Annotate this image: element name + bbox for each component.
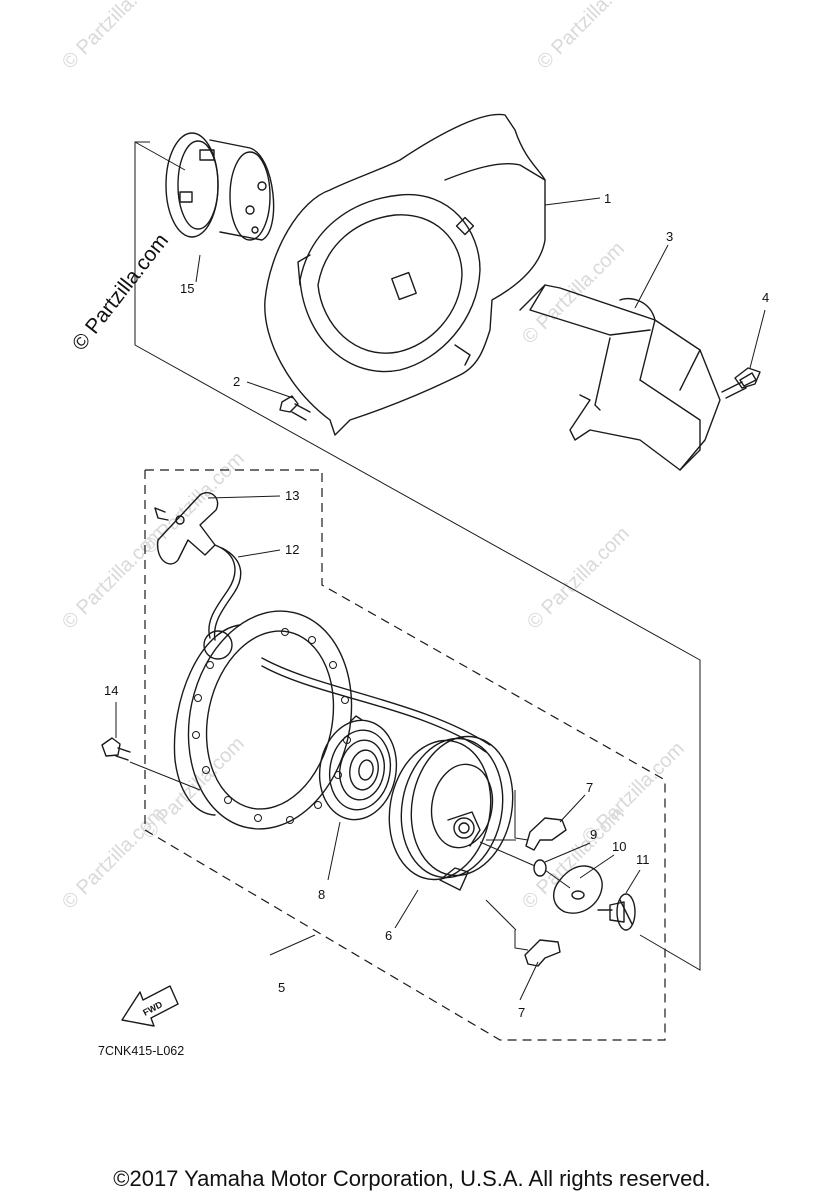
callout-3: 3 xyxy=(666,229,673,244)
watermark: © Partzilla.com xyxy=(533,0,644,74)
callout-14: 14 xyxy=(104,683,118,698)
part-1-housing xyxy=(264,113,546,436)
callout-8: 8 xyxy=(318,887,325,902)
callout-12: 12 xyxy=(285,542,299,557)
callout-5: 5 xyxy=(278,980,285,995)
callouts: 1 2 3 4 5 6 7 7 8 9 10 11 12 13 14 15 xyxy=(104,191,769,1020)
watermark-dark: © Partzilla.com xyxy=(68,229,173,355)
callout-4: 4 xyxy=(762,290,769,305)
part-8-spring xyxy=(318,715,398,821)
copyright-notice: ©2017 Yamaha Motor Corporation, U.S.A. A… xyxy=(113,1166,711,1191)
part-7a-pawl xyxy=(525,817,567,851)
callout-15: 15 xyxy=(180,281,194,296)
starter-case xyxy=(173,610,353,830)
drawing-code: 7CNK415-L062 xyxy=(98,1044,184,1058)
callout-9: 9 xyxy=(590,827,597,842)
part-6-pulley xyxy=(388,735,514,891)
part-12-rope xyxy=(208,544,491,753)
callout-7-lower: 7 xyxy=(518,1005,525,1020)
part-9-washer xyxy=(533,859,547,877)
case-holes xyxy=(192,628,351,824)
part-7b-pawl xyxy=(524,939,561,967)
boundary-diagonal xyxy=(134,141,186,171)
part-2-bolt xyxy=(279,395,311,421)
watermark: © Partzilla.com xyxy=(58,0,169,74)
callout-10: 10 xyxy=(612,839,626,854)
part-11-screw xyxy=(597,893,636,931)
watermark: © Partzilla.com xyxy=(523,523,634,634)
callout-13: 13 xyxy=(285,488,299,503)
assembly-axis-lines xyxy=(129,761,571,951)
callout-1: 1 xyxy=(604,191,611,206)
fwd-label: FWD xyxy=(141,999,164,1018)
fwd-arrow-icon: FWD xyxy=(121,985,179,1027)
upper-group-boundary xyxy=(134,141,701,971)
watermark: © Partzilla.com xyxy=(138,448,249,559)
watermark: © Partzilla.com xyxy=(138,733,249,844)
callout-7-upper: 7 xyxy=(586,780,593,795)
watermarks: © Partzilla.com © Partzilla.com © Partzi… xyxy=(58,0,689,914)
callout-11: 11 xyxy=(636,852,650,867)
part-14-bolt xyxy=(101,737,131,761)
part-3-duct xyxy=(519,284,721,471)
part-10-plate xyxy=(553,865,603,914)
callout-2: 2 xyxy=(233,374,240,389)
part-4-bolt xyxy=(721,367,761,399)
callout-6: 6 xyxy=(385,928,392,943)
part-5-group-boundary xyxy=(144,469,666,1041)
leader-lines xyxy=(115,197,766,1001)
part-15-cap xyxy=(165,132,275,241)
